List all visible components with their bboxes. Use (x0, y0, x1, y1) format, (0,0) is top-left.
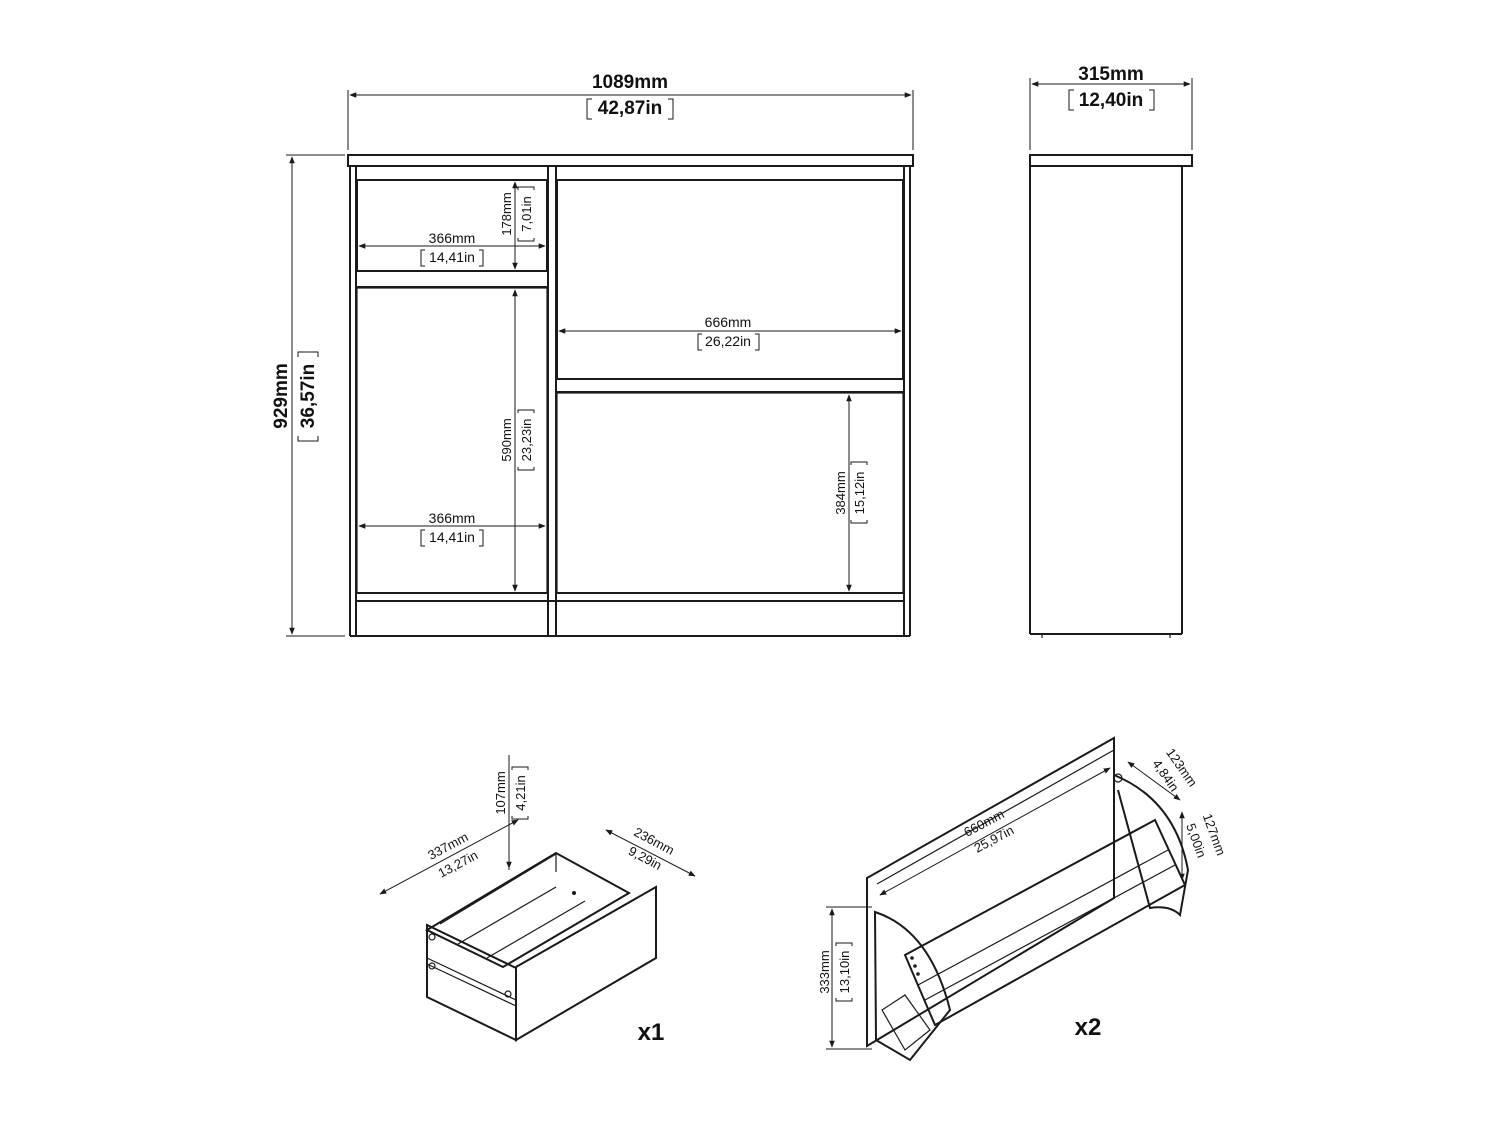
lower-shoe-flap (556, 392, 904, 594)
bracket (297, 351, 319, 442)
drawer-view: 107mm 4,21in 337mm 13,27in 236mm 9,29in … (379, 755, 696, 1046)
side-view: 315mm 12,40in (1029, 64, 1193, 638)
left-compartment (356, 287, 548, 594)
small-compartment-width-mm: 366mm (429, 230, 476, 246)
left-compartment-width-mm: 366mm (429, 510, 476, 526)
flap-height-in: 13,10in (837, 951, 852, 994)
shoe-tray (903, 818, 1187, 1027)
drawer-height-mm: 107mm (493, 771, 508, 814)
flap-quantity: x2 (1075, 1014, 1102, 1041)
right-lower-height-mm: 384mm (833, 471, 848, 514)
small-compartment-height-in: 7,01in (519, 196, 534, 231)
flap-bracket-right (1113, 774, 1190, 918)
upper-shoe-flap (556, 179, 904, 380)
overall-width-mm: 1089mm (592, 72, 668, 93)
right-compartment-width-in: 26,22in (705, 333, 751, 349)
left-compartment-width-in: 14,41in (429, 529, 475, 545)
overall-height-mm: 929mm (271, 363, 292, 429)
drawer-side (426, 923, 517, 1042)
small-compartment-width-in: 14,41in (429, 249, 475, 265)
flap-bracket-left (873, 910, 952, 1062)
small-drawer-front (356, 179, 548, 272)
overall-width-in: 42,87in (598, 98, 662, 119)
left-compartment-height-in: 23,23in (519, 419, 534, 462)
bracket (586, 98, 674, 120)
depth-mm: 315mm (1078, 64, 1144, 85)
front-view: 1089mm 42,87in 929mm 36,57in 178mm 7,01i… (271, 72, 914, 637)
drawer-height-in: 4,21in (513, 775, 528, 810)
shoe-flap-view: 660mm 25,97in 123mm 4,84in 127mm 5,00in … (817, 736, 1229, 1062)
right-compartment-width-mm: 666mm (705, 314, 752, 330)
drawer-front-panel (515, 885, 657, 1042)
overall-height-in: 36,57in (298, 364, 319, 428)
cabinet-top-board (347, 154, 914, 167)
side-top-board (1029, 154, 1193, 167)
flap-height-mm: 333mm (817, 950, 832, 993)
left-compartment-height-mm: 590mm (499, 418, 514, 461)
depth-in: 12,40in (1079, 90, 1143, 111)
drawer-quantity: x1 (638, 1019, 665, 1046)
right-lower-height-in: 15,12in (852, 472, 867, 515)
shoe-flap-front-board (866, 736, 1115, 1048)
small-compartment-height-mm: 178mm (499, 192, 514, 235)
